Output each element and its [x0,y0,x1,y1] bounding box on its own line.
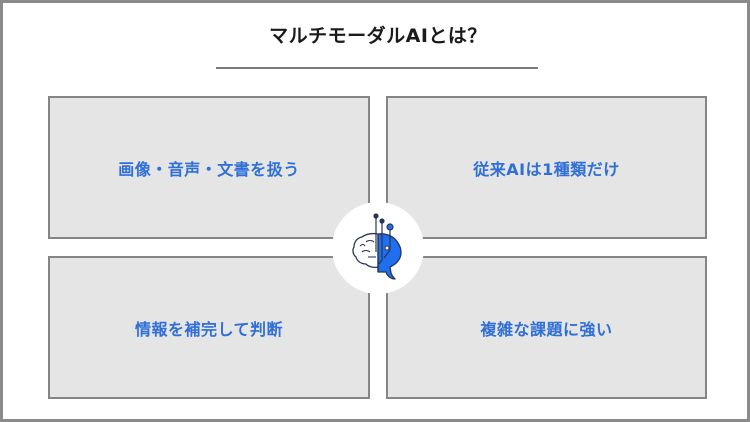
card-label: 画像・音声・文書を扱う [118,159,300,179]
ai-brain-circuit-icon [352,213,402,280]
slide-title: マルチモーダルAIとは？ [269,25,487,47]
title-underline [216,67,538,69]
card-conventional-ai: 従来AIは1種類だけ [386,96,707,239]
card-label: 従来AIは1種類だけ [473,159,620,179]
card-complex-problems: 複雑な課題に強い [386,256,707,399]
card-label: 複雑な課題に強い [480,319,613,339]
card-label: 情報を補完して判断 [134,319,284,339]
center-icon-circle [332,202,424,294]
card-multimedia: 画像・音声・文書を扱う [48,96,370,239]
card-complement-judgement: 情報を補完して判断 [48,256,370,399]
